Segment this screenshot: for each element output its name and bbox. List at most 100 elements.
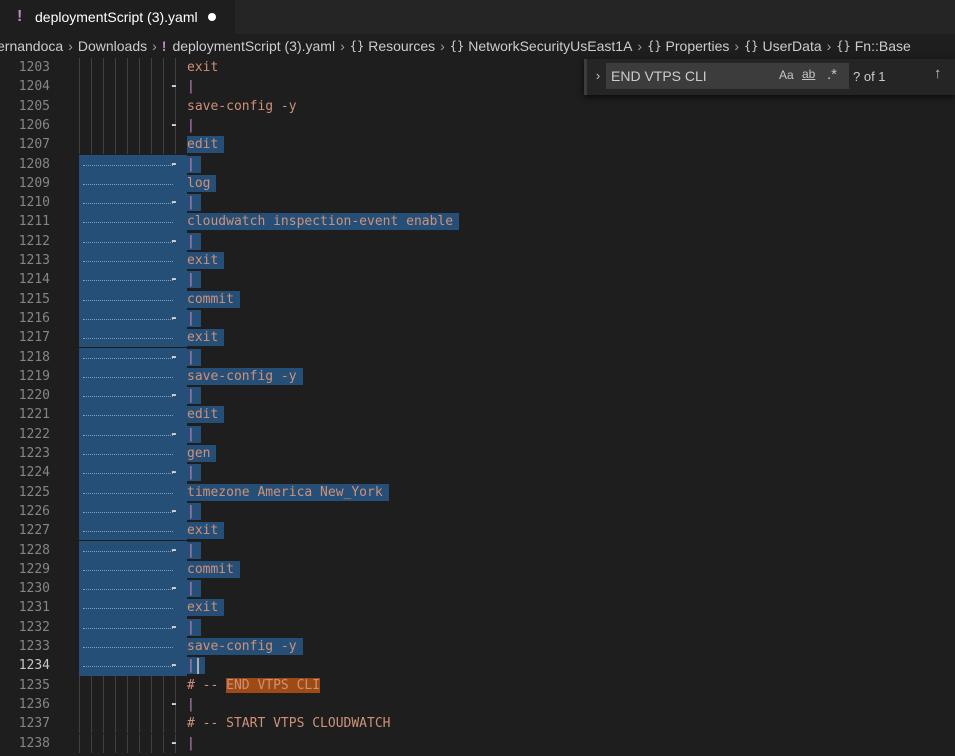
find-input-box[interactable]: Aa ab .* bbox=[606, 63, 849, 89]
editor-line[interactable]: 1208-| bbox=[0, 154, 955, 174]
indent-guide bbox=[115, 733, 116, 753]
pipe-token: | bbox=[187, 349, 195, 365]
editor-line[interactable]: 1226-| bbox=[0, 501, 955, 522]
indent-guide bbox=[175, 77, 176, 97]
breadcrumb-item[interactable]: {}Fn::Base bbox=[836, 38, 910, 54]
editor-line[interactable]: 1216-| bbox=[0, 308, 955, 329]
indent-guide bbox=[91, 733, 92, 753]
editor-line[interactable]: 1224-| bbox=[0, 463, 955, 483]
editor-line[interactable]: 1228-| bbox=[0, 540, 955, 560]
tab-label: deploymentScript (3).yaml bbox=[35, 9, 198, 25]
editor-line[interactable]: 1235# -- END VTPS CLI bbox=[0, 675, 955, 695]
regex-toggle[interactable]: .* bbox=[827, 66, 838, 83]
code-text: | bbox=[187, 464, 201, 482]
object-braces-icon: {} bbox=[449, 39, 465, 53]
list-dash: - bbox=[170, 195, 178, 211]
editor-line[interactable]: 1234-| bbox=[0, 656, 955, 676]
editor-line[interactable]: 1236-| bbox=[0, 694, 955, 715]
indent-guide bbox=[151, 733, 152, 753]
object-braces-icon: {} bbox=[647, 39, 662, 53]
indent-guide bbox=[91, 694, 92, 715]
command-token: exit bbox=[187, 60, 219, 75]
unsaved-dot-icon[interactable] bbox=[207, 13, 216, 21]
chevron-right-icon[interactable]: › bbox=[595, 68, 601, 83]
indent-guide bbox=[115, 135, 116, 155]
editor-line[interactable]: 1210-| bbox=[0, 193, 955, 213]
editor-line[interactable]: 1237# -- START VTPS CLOUDWATCH bbox=[0, 714, 955, 734]
indent-guide bbox=[175, 115, 176, 136]
editor-line[interactable]: 1220-| bbox=[0, 386, 955, 406]
indent-guide bbox=[139, 694, 140, 715]
editor-line[interactable]: 1222-| bbox=[0, 424, 955, 444]
breadcrumb-item[interactable]: {}Properties bbox=[647, 38, 729, 54]
breadcrumb-item[interactable]: {}NetworkSecurityUsEast1A bbox=[450, 38, 633, 54]
code-text: save-config -y bbox=[187, 638, 303, 655]
line-number: 1220 bbox=[18, 388, 50, 404]
selection-highlight bbox=[79, 521, 187, 541]
arrow-up-icon[interactable]: ↑ bbox=[934, 65, 942, 82]
indent-guide bbox=[127, 115, 128, 136]
line-number: 1208 bbox=[18, 156, 50, 172]
editor-line[interactable]: 1230-| bbox=[0, 579, 955, 599]
indent-guide bbox=[103, 135, 104, 155]
breadcrumb-label: Downloads bbox=[77, 38, 148, 54]
editor-line[interactable]: 1232-| bbox=[0, 617, 955, 637]
editor-line[interactable]: 1218-| bbox=[0, 347, 955, 367]
breadcrumb-item[interactable]: {}UserData bbox=[744, 38, 822, 54]
selection-highlight bbox=[79, 193, 187, 213]
yaml-file-icon: ! bbox=[161, 38, 167, 54]
indent-guide bbox=[103, 77, 104, 97]
find-input[interactable] bbox=[611, 66, 771, 86]
indent-guide bbox=[139, 714, 140, 734]
breadcrumb-item[interactable]: Downloads bbox=[78, 38, 147, 54]
whole-word-toggle[interactable]: ab bbox=[802, 67, 816, 81]
selection-highlight bbox=[79, 637, 187, 657]
breadcrumb-item[interactable]: {}Resources bbox=[350, 38, 435, 54]
editor-line[interactable]: 1212-| bbox=[0, 231, 955, 251]
editor-line[interactable]: 1204-| bbox=[0, 77, 955, 97]
breadcrumb-separator-icon: › bbox=[152, 38, 157, 54]
list-dash: - bbox=[170, 735, 178, 751]
indent-guide bbox=[79, 58, 80, 78]
selection-highlight bbox=[79, 424, 187, 444]
indent-guide bbox=[139, 135, 140, 155]
list-dash: - bbox=[170, 117, 178, 133]
editor-line[interactable]: 1238-| bbox=[0, 733, 955, 753]
line-number: 1219 bbox=[18, 368, 50, 384]
editor-line[interactable]: 1206-| bbox=[0, 115, 955, 136]
selection-highlight bbox=[79, 173, 187, 194]
breadcrumb-item[interactable]: ernandoca bbox=[0, 38, 63, 54]
command-token: cloudwatch inspection-event enable bbox=[187, 214, 454, 230]
line-number: 1230 bbox=[18, 581, 50, 597]
editor-line[interactable]: 1219 save-config -y bbox=[0, 366, 955, 387]
indent-guide bbox=[79, 733, 80, 753]
tab-deploymentscript[interactable]: ! deploymentScript (3).yaml bbox=[0, 0, 235, 34]
match-case-toggle[interactable]: Aa bbox=[779, 68, 794, 82]
selection-highlight bbox=[79, 270, 187, 290]
code-text: cloudwatch inspection-event enable bbox=[187, 213, 460, 231]
editor-line[interactable]: 1214-| bbox=[0, 270, 955, 290]
indent-guide bbox=[79, 115, 80, 136]
code-text: commit bbox=[187, 560, 240, 578]
line-number: 1224 bbox=[18, 465, 50, 481]
command-token: save-config -y bbox=[187, 368, 297, 384]
breadcrumb-item[interactable]: !deploymentScript (3).yaml bbox=[162, 38, 335, 54]
selection-highlight bbox=[79, 559, 187, 580]
line-number: 1218 bbox=[18, 349, 50, 365]
